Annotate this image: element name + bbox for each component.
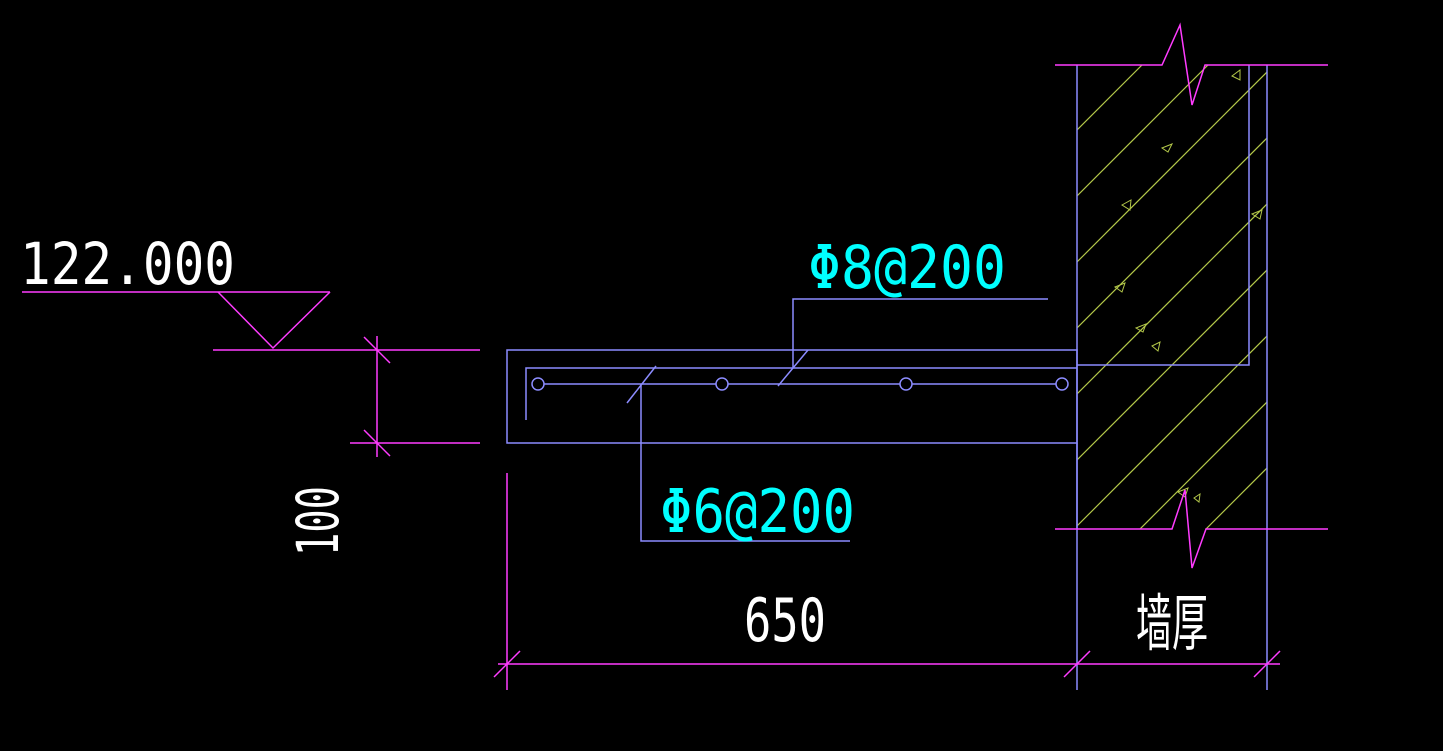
bottom-rebar-leader [626,365,850,542]
elevation-label: 122.000 [20,230,235,298]
slab-rebar-dots [531,377,1069,391]
wall-break-lines [1055,22,1328,569]
rebar-dot [1055,377,1069,391]
rebar-dot [531,377,545,391]
top-rebar-leader [777,298,1048,387]
rebar-dot [899,377,913,391]
wall-thickness-label: 墙厚 [1136,587,1208,660]
top-rebar-label: Φ8@200 [808,233,1006,303]
bottom-rebar-label: Φ6@200 [660,477,855,547]
rebar-dot [715,377,729,391]
length-dimension [493,473,1281,690]
aggregate-marks [1113,69,1263,503]
slab-outline [506,349,1078,444]
thickness-dimension [213,336,480,457]
wall-outline [1076,65,1268,690]
elevation-marker [22,291,331,350]
thickness-label: 100 [284,486,352,556]
length-label: 650 [744,586,826,656]
wall-hatch [1077,65,1267,529]
